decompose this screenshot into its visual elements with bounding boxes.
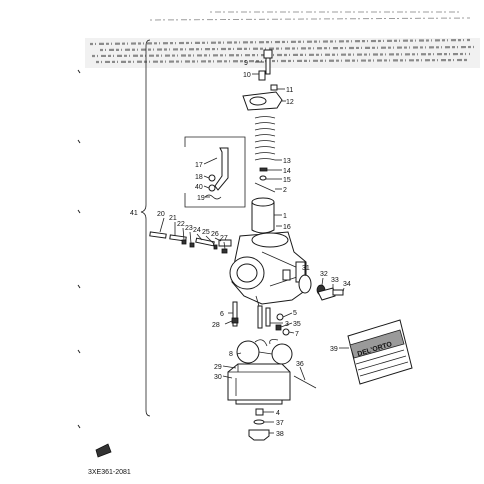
callout-12: 12 [286, 99, 294, 106]
callout-34: 34 [343, 281, 351, 288]
callout-10: 10 [243, 72, 251, 79]
callout-15: 15 [283, 177, 291, 184]
needle-clip [259, 167, 268, 172]
callout-36: 36 [296, 361, 304, 368]
callout-16: 16 [283, 224, 291, 231]
callout-31: 31 [302, 265, 310, 272]
callout-numbers: 9 10 11 12 13 14 15 2 1 16 17 18 40 19 2… [157, 60, 351, 438]
callout-41: 41 [130, 210, 138, 217]
callout-2: 2 [283, 187, 287, 194]
callout-13: 13 [283, 158, 291, 165]
callout-29: 29 [214, 364, 222, 371]
callout-3: 3 [285, 321, 289, 328]
callout-25: 25 [202, 229, 210, 236]
needle-ring [259, 175, 267, 181]
callout-9: 9 [244, 60, 248, 67]
callout-23: 23 [185, 225, 193, 232]
callout-24: 24 [193, 227, 201, 234]
callout-21: 21 [169, 215, 177, 222]
top-screw [263, 49, 273, 75]
choke-inset-box [184, 136, 246, 208]
callout-27: 27 [220, 235, 228, 242]
callout-19: 19 [197, 195, 205, 202]
cable-nut [270, 84, 278, 91]
throttle-spring [254, 116, 276, 161]
carburetor-cap [242, 91, 283, 111]
margin-ticks [77, 69, 81, 429]
callout-22: 22 [177, 221, 185, 228]
drain-parts [248, 408, 270, 441]
callout-14: 14 [283, 168, 291, 175]
jet-needle [254, 182, 276, 193]
adjusting-screws [149, 231, 232, 254]
scan-noise-band [85, 11, 480, 68]
callout-38: 38 [276, 431, 284, 438]
throttle-valve [251, 197, 275, 234]
callout-18: 18 [195, 174, 203, 181]
side-cover [298, 274, 344, 301]
callout-17: 17 [195, 162, 203, 169]
carburetor-body [229, 231, 307, 317]
callout-30: 30 [214, 374, 222, 381]
figure-code: 3XE361-2081 [88, 469, 131, 476]
jet-kit-packet [347, 319, 413, 385]
callout-6: 6 [220, 311, 224, 318]
overflow-hose [293, 375, 317, 389]
callout-28: 28 [212, 322, 220, 329]
callout-35: 35 [293, 321, 301, 328]
callout-8: 8 [229, 351, 233, 358]
callout-26: 26 [211, 231, 219, 238]
callout-4: 4 [276, 410, 280, 417]
float-chamber [227, 363, 291, 405]
callout-32: 32 [320, 271, 328, 278]
cap-screw [258, 70, 266, 81]
callout-20: 20 [157, 211, 165, 218]
callout-37: 37 [276, 420, 284, 427]
callout-40: 40 [195, 184, 203, 191]
jets-and-pins [231, 301, 290, 336]
float-pair [236, 339, 293, 365]
callout-11: 11 [286, 87, 293, 94]
figure-emblem [95, 443, 112, 458]
callout-5: 5 [293, 310, 297, 317]
callout-39: 39 [330, 346, 338, 353]
callout-7: 7 [295, 331, 299, 338]
callout-33: 33 [331, 277, 339, 284]
group-bracket [140, 39, 151, 417]
callout-1: 1 [283, 213, 287, 220]
